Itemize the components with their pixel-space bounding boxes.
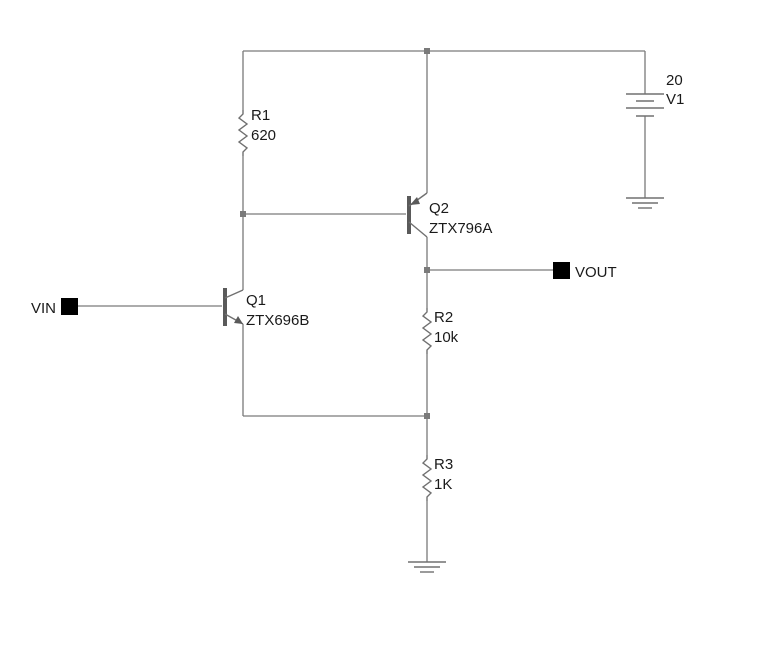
vin-port-label: VIN bbox=[31, 300, 56, 317]
q1-model-label: ZTX696B bbox=[246, 312, 309, 329]
v1-ref-label: V1 bbox=[666, 91, 684, 108]
port-terminal-icon[interactable] bbox=[553, 262, 570, 279]
port-vout[interactable]: VOUT bbox=[553, 262, 617, 281]
battery-icon bbox=[626, 93, 664, 117]
voltage-source-v1[interactable]: 20 V1 bbox=[626, 72, 684, 117]
resistor-icon bbox=[421, 308, 433, 354]
r1-value-label: 620 bbox=[251, 127, 276, 144]
ground-icon bbox=[408, 561, 446, 573]
v1-value-label: 20 bbox=[666, 72, 683, 89]
resistor-icon bbox=[237, 110, 249, 156]
resistor-r1[interactable]: R1 620 bbox=[237, 107, 276, 156]
transistor-q1[interactable]: Q1 ZTX696B bbox=[223, 288, 309, 329]
junctions bbox=[240, 48, 430, 419]
junction-node bbox=[240, 211, 246, 217]
r3-value-label: 1K bbox=[434, 476, 452, 493]
r1-ref-label: R1 bbox=[251, 107, 270, 124]
r2-ref-label: R2 bbox=[434, 309, 453, 326]
wires bbox=[78, 50, 646, 562]
vout-port-label: VOUT bbox=[575, 264, 617, 281]
q1-ref-label: Q1 bbox=[246, 292, 266, 309]
q2-ref-label: Q2 bbox=[429, 200, 449, 217]
junction-node bbox=[424, 413, 430, 419]
port-vin[interactable]: VIN bbox=[31, 298, 78, 317]
junction-node bbox=[424, 267, 430, 273]
junction-node bbox=[424, 48, 430, 54]
r3-ref-label: R3 bbox=[434, 456, 453, 473]
transistor-q2[interactable]: Q2 ZTX796A bbox=[407, 192, 492, 238]
resistor-icon bbox=[421, 455, 433, 501]
resistor-r2[interactable]: R2 10k bbox=[421, 308, 459, 354]
pnp-transistor-icon bbox=[407, 192, 428, 238]
r2-value-label: 10k bbox=[434, 329, 459, 346]
q2-model-label: ZTX796A bbox=[429, 220, 492, 237]
npn-transistor-icon bbox=[223, 288, 244, 326]
ground-icon bbox=[626, 197, 664, 209]
port-terminal-icon[interactable] bbox=[61, 298, 78, 315]
resistor-r3[interactable]: R3 1K bbox=[421, 455, 453, 501]
